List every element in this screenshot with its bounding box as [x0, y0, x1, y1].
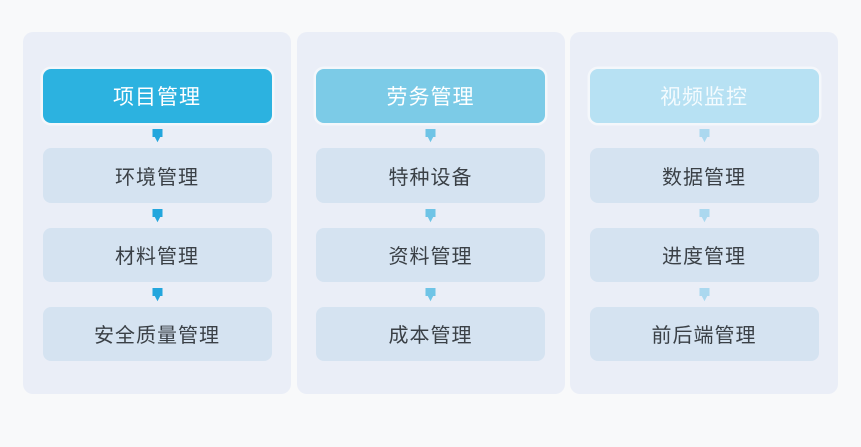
module-node-2-2[interactable]: 资料管理: [316, 227, 545, 282]
module-node-2-3[interactable]: 成本管理: [316, 306, 545, 361]
arrow-down-icon: [425, 129, 436, 143]
column-header-labor-management[interactable]: 劳务管理: [316, 69, 545, 124]
arrow-down-icon: [425, 287, 436, 301]
module-node-1-3[interactable]: 安全质量管理: [42, 306, 272, 361]
module-node-3-1[interactable]: 数据管理: [589, 148, 819, 203]
column-header-video-monitoring[interactable]: 视频监控: [589, 69, 819, 124]
arrow-down-icon: [152, 208, 162, 222]
column-panel-project-management: 项目管理 环境管理 材料管理 安全质量管理: [23, 32, 291, 394]
arrow-down-icon: [699, 287, 709, 301]
column-header-project-management[interactable]: 项目管理: [42, 69, 272, 124]
module-node-3-2[interactable]: 进度管理: [589, 227, 819, 282]
module-node-3-3[interactable]: 前后端管理: [589, 306, 819, 361]
arrow-down-icon: [699, 129, 709, 143]
module-node-1-1[interactable]: 环境管理: [42, 148, 272, 203]
arrow-down-icon: [152, 287, 162, 301]
arrow-down-icon: [425, 208, 436, 222]
module-node-1-2[interactable]: 材料管理: [42, 227, 272, 282]
column-panel-video-monitoring: 视频监控 数据管理 进度管理 前后端管理: [570, 32, 838, 394]
arrow-down-icon: [152, 129, 162, 143]
module-columns: 项目管理 环境管理 材料管理 安全质量管理 劳务管理 特种设备: [23, 32, 838, 394]
column-panel-labor-management: 劳务管理 特种设备 资料管理 成本管理: [296, 32, 565, 394]
module-node-2-1[interactable]: 特种设备: [316, 148, 545, 203]
arrow-down-icon: [699, 208, 709, 222]
